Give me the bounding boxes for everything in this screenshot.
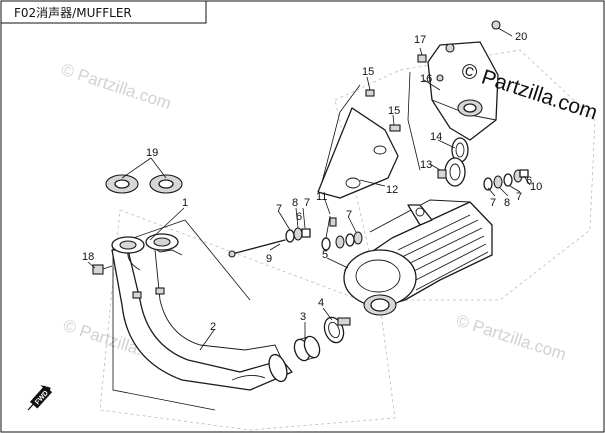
callout-7-mid: 7 — [346, 209, 352, 221]
bolt-18 — [92, 264, 113, 275]
bolt-17 — [417, 54, 427, 63]
muffler-body — [343, 199, 493, 316]
callout-3: 3 — [300, 311, 306, 323]
bolt-9-assembly — [228, 227, 311, 258]
washer-set-right — [483, 169, 529, 191]
callout-17: 17 — [414, 34, 426, 46]
gasket-pair — [105, 174, 183, 194]
callout-12: 12 — [386, 184, 398, 196]
callout-2: 2 — [210, 321, 216, 333]
title-box — [0, 0, 207, 24]
assembly-outline-lower — [99, 209, 396, 431]
callout-7-center: 7 — [304, 197, 310, 209]
fwd-arrow: FWD — [27, 385, 53, 411]
callout-13: 13 — [420, 159, 432, 171]
callout-16: 16 — [420, 73, 432, 85]
callout-14: 14 — [430, 131, 442, 143]
callout-19: 19 — [146, 147, 158, 159]
callout-10: 10 — [530, 181, 542, 193]
callout-8-left: 8 — [292, 197, 298, 209]
clamp-4 — [323, 316, 351, 344]
callout-1: 1 — [182, 197, 188, 209]
group-line-heatshield — [319, 84, 361, 191]
diagram-title: F02消声器/MUFFLER — [14, 6, 132, 20]
group-line-pipe-2 — [184, 219, 251, 301]
washer-set-center — [321, 217, 363, 251]
callout-11: 11 — [316, 191, 327, 203]
leader-lines — [87, 27, 531, 351]
callout-numbers: 1 2 3 4 5 6 6 7 7 7 7 7 8 8 9 10 11 12 1… — [82, 31, 542, 333]
exhaust-header-pipe — [111, 233, 293, 391]
ring-13 — [437, 157, 466, 187]
sleeve-3 — [293, 335, 321, 362]
watermark-top-left: © Partzilla.com — [59, 60, 174, 113]
callout-7-right-a: 7 — [490, 197, 496, 209]
callout-5: 5 — [322, 249, 328, 261]
callout-6-right: 6 — [526, 175, 532, 187]
watermark-bottom-right: © Partzilla.com — [454, 311, 569, 364]
callout-15-top: 15 — [362, 66, 374, 78]
callout-6-left: 6 — [296, 211, 302, 223]
callout-7-right-b: 7 — [516, 191, 522, 203]
callout-15-mid: 15 — [388, 105, 400, 117]
callout-4: 4 — [318, 297, 324, 309]
callout-20: 20 — [515, 31, 527, 43]
muffler-rear-cover — [427, 20, 501, 141]
group-line-pipe — [112, 219, 216, 411]
callout-7-left: 7 — [276, 203, 282, 215]
group-line-muffler-top — [407, 71, 421, 171]
gasket-14 — [451, 137, 469, 163]
heat-shield-12 — [317, 107, 399, 199]
callout-9: 9 — [266, 253, 272, 265]
callout-18: 18 — [82, 251, 94, 263]
callout-8-right: 8 — [504, 197, 510, 209]
